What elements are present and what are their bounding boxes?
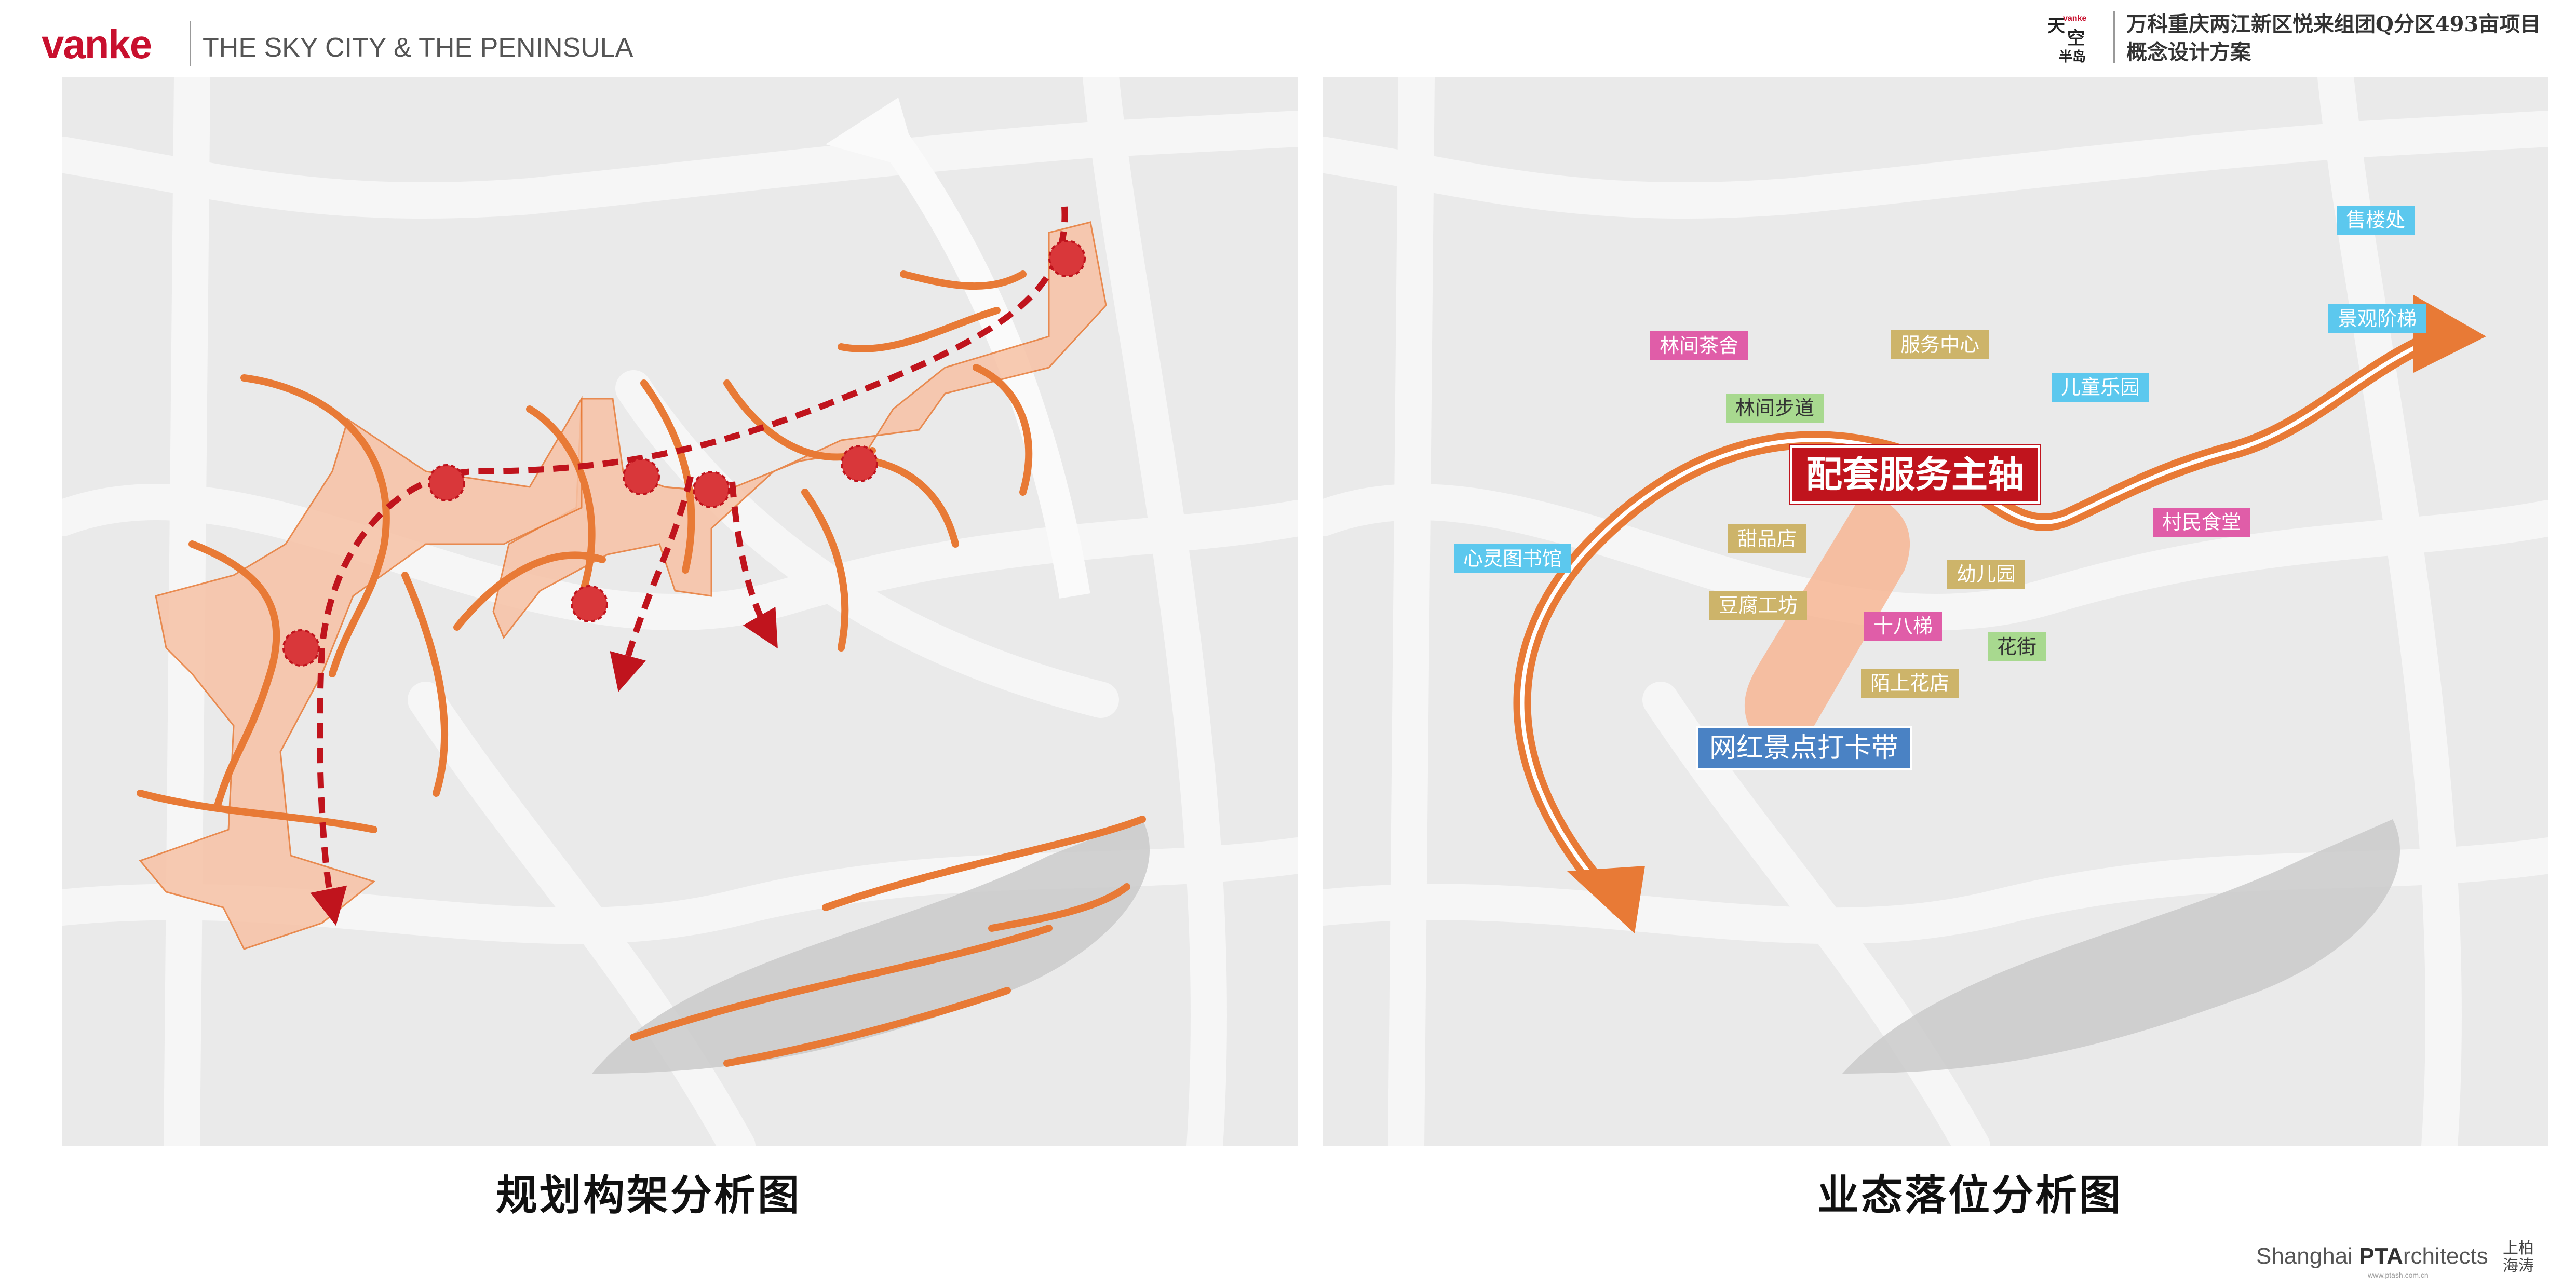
pta-logo-suffix: rchitects — [2403, 1243, 2488, 1269]
road-arrow-head — [826, 98, 919, 170]
left-panel-caption: 规划构架分析图 — [496, 1171, 801, 1219]
tag-sales-office: 售楼处 — [2337, 206, 2415, 235]
planning-map-graphic — [62, 77, 1298, 1146]
project-seal-logo: vanke 天 空 半岛 — [2043, 9, 2106, 66]
seal-brand: vanke — [2063, 14, 2087, 23]
pta-architects-logo: Shanghai PTArchitects — [2256, 1243, 2488, 1269]
tag-forest-teahouse: 林间茶舍 — [1650, 331, 1748, 360]
main-axis-arrow-south — [1567, 866, 1645, 933]
orange-structure-lines — [137, 270, 1146, 1067]
tag-eighteen-steps: 十八梯 — [1864, 612, 1943, 641]
seal-char-2: 空 — [2067, 28, 2085, 49]
tag-landscape-stairs: 景观阶梯 — [2328, 304, 2426, 333]
tag-village-canteen: 村民食堂 — [2153, 508, 2251, 537]
grey-zone — [592, 819, 1150, 1074]
grey-zone-right — [1842, 819, 2400, 1074]
tag-flower-street: 花街 — [1988, 632, 2046, 661]
pta-logo-prefix: Shanghai — [2256, 1243, 2359, 1269]
project-title-line2: 概念设计方案 — [2126, 40, 2251, 64]
tag-kindergarten: 幼儿园 — [1947, 560, 2026, 589]
checkin-band-shape — [1744, 492, 1910, 750]
business-map-graphic — [1323, 77, 2548, 1146]
header-divider — [190, 21, 191, 66]
tag-kids-park: 儿童乐园 — [2052, 373, 2150, 402]
tag-soul-library: 心灵图书馆 — [1454, 544, 1572, 573]
business-layout-map: 售楼处 景观阶梯 林间茶舍 服务中心 林间步道 儿童乐园 村民食堂 心灵图书馆 … — [1323, 77, 2548, 1146]
main-axis-arrow-east — [2413, 295, 2486, 373]
title-divider — [2113, 11, 2115, 63]
seal-char-3: 半岛 — [2059, 49, 2086, 65]
red-dashed-spine — [310, 206, 1068, 926]
pta-logo-bold: PTA — [2359, 1243, 2403, 1269]
road-network-right — [1323, 77, 2548, 1146]
spine-zone-west — [139, 396, 583, 950]
project-title: 万科重庆两江新区悦来组团Q分区493亩项目 概念设计方案 — [2126, 10, 2541, 66]
tag-field-flower-shop: 陌上花店 — [1861, 669, 1959, 698]
checkin-band-label: 网红景点打卡带 — [1696, 726, 1912, 770]
planning-framework-map — [62, 77, 1298, 1146]
right-panel-caption: 业态落位分析图 — [1817, 1171, 2123, 1219]
header-subtitle: THE SKY CITY & THE PENINSULA — [203, 33, 633, 63]
vanke-logo: vanke — [42, 21, 152, 67]
main-service-axis-label: 配套服务主轴 — [1790, 445, 2040, 504]
tag-dessert-shop: 甜品店 — [1728, 524, 1806, 553]
tag-tofu-workshop: 豆腐工坊 — [1709, 591, 1808, 620]
seal-char-1: 天 — [2047, 16, 2065, 36]
project-title-line1: 万科重庆两江新区悦来组团Q分区493亩项目 — [2126, 12, 2541, 36]
tag-forest-trail: 林间步道 — [1726, 394, 1824, 423]
pta-url: www.ptash.com.cn — [2368, 1271, 2429, 1279]
node-markers — [282, 240, 1086, 667]
pta-chinese-mark: 上柏海涛 — [2503, 1239, 2534, 1275]
tag-service-center: 服务中心 — [1891, 330, 1989, 359]
